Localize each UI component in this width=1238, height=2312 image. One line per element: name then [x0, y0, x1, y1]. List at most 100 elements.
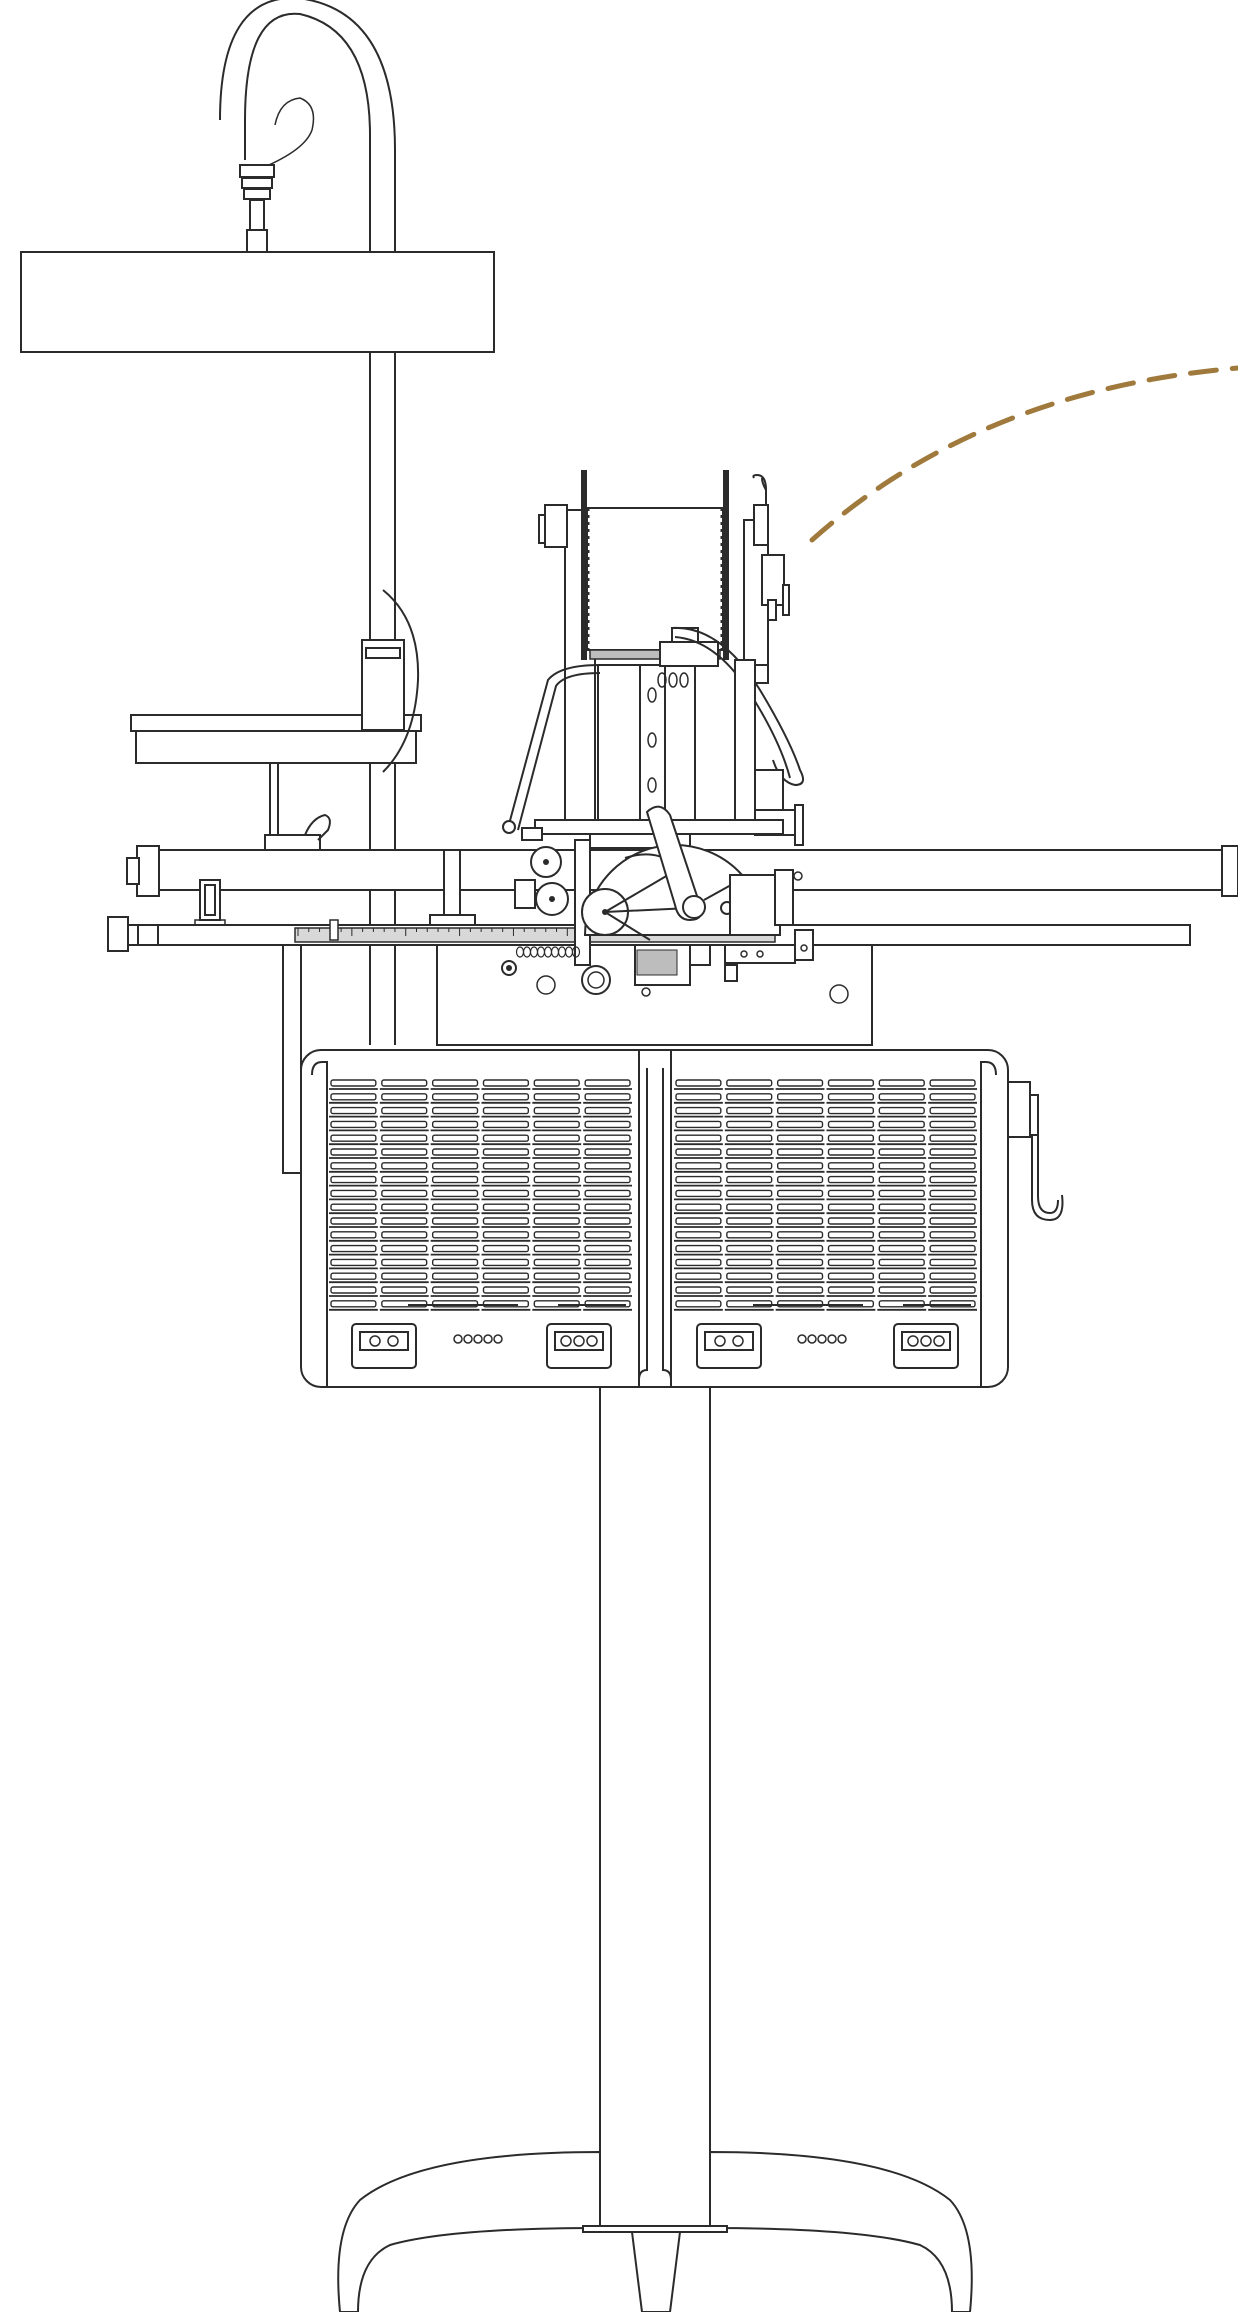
- vent-slot: [929, 1120, 976, 1129]
- vent-slot: [878, 1272, 925, 1280]
- indicator-dot: [837, 1334, 847, 1344]
- indicator-dots-left: [453, 1334, 503, 1344]
- vent-slot: [533, 1093, 580, 1101]
- grille-cabinet: [300, 1049, 1064, 1388]
- vent-slot: [675, 1244, 722, 1253]
- vent-slot: [584, 1162, 631, 1170]
- indicator-dot: [807, 1334, 817, 1344]
- vent-slot: [533, 1175, 580, 1184]
- vent-slot: [482, 1162, 530, 1170]
- vent-slot: [776, 1106, 824, 1115]
- vent-slot: [431, 1079, 479, 1087]
- vent-slot: [776, 1120, 824, 1129]
- vent-slot: [431, 1217, 479, 1225]
- vent-slot: [726, 1079, 773, 1087]
- left-bracket: [443, 849, 461, 926]
- indicator-dot: [463, 1334, 473, 1344]
- vent-slot: [929, 1258, 976, 1267]
- vent-slot: [482, 1189, 530, 1198]
- vent-slot: [929, 1286, 976, 1294]
- vent-slot: [381, 1217, 428, 1225]
- vent-slot: [878, 1120, 925, 1129]
- vent-slot: [929, 1189, 976, 1198]
- vent-slot: [929, 1244, 976, 1253]
- vent-slot: [675, 1203, 722, 1211]
- vent-slot: [584, 1189, 631, 1198]
- vent-slot: [584, 1120, 631, 1129]
- side-hook: [1007, 1081, 1064, 1222]
- vent-slot: [482, 1079, 530, 1087]
- vent-slot: [675, 1286, 722, 1294]
- vent-slot: [726, 1093, 773, 1101]
- vent-slot: [878, 1175, 925, 1184]
- vent-slot: [381, 1106, 428, 1115]
- vent-slot: [827, 1093, 875, 1101]
- vent-slot: [929, 1272, 976, 1280]
- vent-slot: [726, 1162, 773, 1170]
- vent-slot: [878, 1258, 925, 1267]
- vent-slot: [726, 1258, 773, 1267]
- vent-slot: [584, 1272, 631, 1280]
- vent-slot: [776, 1079, 824, 1087]
- vent-slot: [675, 1106, 722, 1115]
- vent-slot: [878, 1189, 925, 1198]
- vent-slot: [675, 1189, 722, 1198]
- vent-slot: [584, 1175, 631, 1184]
- vent-slot: [827, 1175, 875, 1184]
- vent-slot: [584, 1244, 631, 1253]
- swing-arc: [809, 365, 1238, 543]
- vent-slot: [533, 1217, 580, 1225]
- vent-slot: [584, 1148, 631, 1156]
- vent-slot: [330, 1175, 377, 1184]
- stand-pole: [599, 1386, 711, 2233]
- upper-head-plate: [20, 251, 495, 353]
- vent-slot: [726, 1175, 773, 1184]
- indicator-dots-right: [797, 1334, 847, 1344]
- vent-slot: [827, 1217, 875, 1225]
- vent-slot: [330, 1148, 377, 1156]
- vent-slot: [776, 1231, 824, 1239]
- vent-slot: [776, 1189, 824, 1198]
- vent-slot: [381, 1175, 428, 1184]
- vent-slot: [381, 1120, 428, 1129]
- vent-slot: [726, 1217, 773, 1225]
- vent-slot: [330, 1134, 377, 1142]
- vent-slot: [675, 1217, 722, 1225]
- vent-slot: [431, 1162, 479, 1170]
- vent-slot: [675, 1079, 722, 1087]
- vent-slot: [482, 1272, 530, 1280]
- vent-slot: [929, 1106, 976, 1115]
- vent-slot: [330, 1300, 377, 1308]
- machine-head: [502, 470, 805, 846]
- vent-slot: [431, 1148, 479, 1156]
- vent-slot: [533, 1286, 580, 1294]
- vent-slot: [675, 1134, 722, 1142]
- vent-slot: [330, 1106, 377, 1115]
- vent-slot: [675, 1175, 722, 1184]
- vent-slot: [675, 1231, 722, 1239]
- vent-slot: [431, 1272, 479, 1280]
- vent-slot: [381, 1244, 428, 1253]
- vent-slot: [675, 1148, 722, 1156]
- vent-slot: [726, 1286, 773, 1294]
- vent-slot: [482, 1120, 530, 1129]
- vent-slot: [482, 1258, 530, 1267]
- vent-slot: [431, 1093, 479, 1101]
- vent-slot: [431, 1244, 479, 1253]
- vent-slot: [381, 1079, 428, 1087]
- vent-slot: [726, 1120, 773, 1129]
- vent-slot: [584, 1258, 631, 1267]
- grille-left: [329, 1079, 632, 1311]
- vent-slot: [776, 1148, 824, 1156]
- vent-slot: [726, 1189, 773, 1198]
- vent-slot: [330, 1286, 377, 1294]
- vent-slot: [533, 1148, 580, 1156]
- vent-slot: [482, 1175, 530, 1184]
- vent-slot: [381, 1093, 428, 1101]
- vent-slot: [878, 1093, 925, 1101]
- vent-slot: [827, 1231, 875, 1239]
- vent-slot: [878, 1079, 925, 1087]
- vent-slot: [827, 1286, 875, 1294]
- vent-slot: [776, 1093, 824, 1101]
